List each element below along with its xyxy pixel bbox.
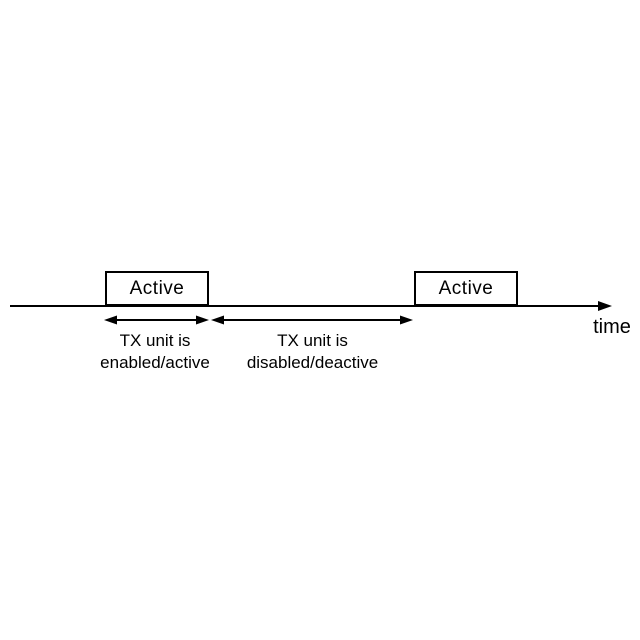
active-box-1-label: Active — [129, 277, 185, 299]
active-box-2-label: Active — [438, 277, 494, 299]
enabled-annotation-line1: TX unit is — [119, 331, 191, 350]
enabled-annotation-line2: enabled/active — [100, 353, 210, 372]
active-box-1: Active — [105, 271, 209, 306]
disabled-annotation-line2: disabled/deactive — [246, 353, 379, 372]
disabled-annotation: TX unit is disabled/deactive — [234, 330, 391, 374]
disabled-range-right-arrowhead-icon — [400, 315, 413, 325]
disabled-range-left-arrowhead-icon — [211, 315, 224, 325]
active-box-2: Active — [414, 271, 518, 306]
enabled-range-left-arrowhead-icon — [104, 315, 117, 325]
time-axis-label: time — [593, 316, 631, 338]
enabled-range-right-arrowhead-icon — [196, 315, 209, 325]
disabled-annotation-line1: TX unit is — [277, 331, 348, 350]
timeline-arrowhead-icon — [598, 301, 612, 311]
enabled-annotation: TX unit is enabled/active — [84, 330, 226, 374]
